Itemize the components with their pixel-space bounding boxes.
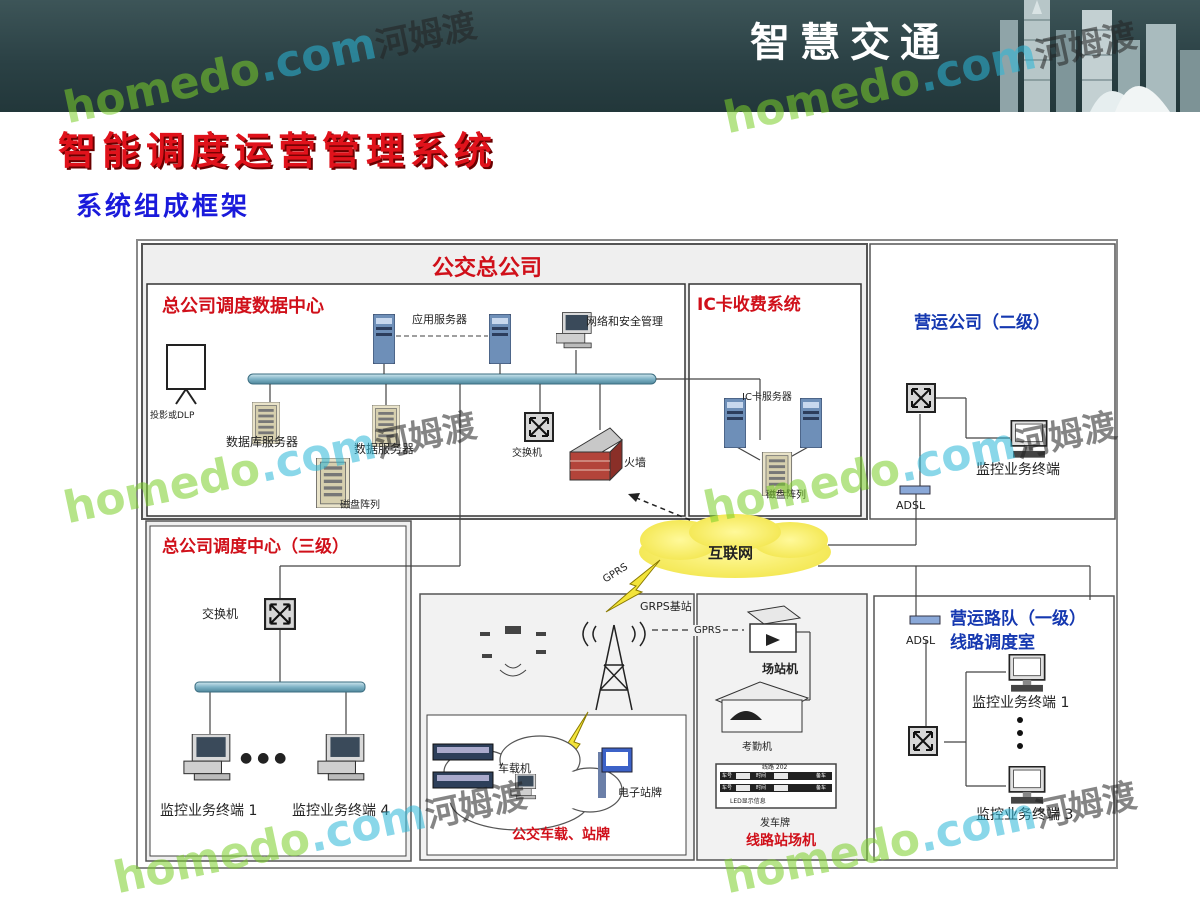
dispatch-center-title: 总公司调度中心（三级） bbox=[162, 537, 349, 557]
hq-title: 公交总公司 bbox=[432, 256, 543, 281]
gprs-label-2: GPRS bbox=[692, 625, 724, 636]
route-adsl-label: ADSL bbox=[906, 634, 936, 647]
dc-switch-label: 交换机 bbox=[512, 448, 542, 459]
dispatch-switch-label: 交换机 bbox=[202, 607, 239, 621]
header-title: 智慧交通 bbox=[750, 20, 950, 66]
board-row-label-1: 车号 bbox=[722, 773, 733, 779]
net-security-label: 网络和安全管理 bbox=[586, 315, 663, 328]
projector-screen-icon bbox=[166, 344, 206, 405]
board-end-label-2: 备车 bbox=[816, 785, 827, 791]
board-footer-label: LED显示信息 bbox=[730, 798, 766, 805]
slide-title: 智能调度运营管理系统 bbox=[58, 128, 499, 173]
dispatch-terminal-1-label: 监控业务终端 1 bbox=[160, 803, 258, 819]
dispatch-board-label: 发车牌 bbox=[760, 818, 790, 829]
firewall-icon bbox=[569, 427, 623, 482]
app-server-label: 应用服务器 bbox=[412, 313, 467, 326]
vehicle-unit-label: 车载机 bbox=[498, 762, 531, 775]
ops-adsl-label: ADSL bbox=[896, 499, 926, 512]
data-center-title: 总公司调度数据中心 bbox=[162, 296, 324, 317]
ops-terminal-label: 监控业务终端 bbox=[976, 462, 1060, 478]
board-time-label-2: 时间 bbox=[756, 785, 767, 791]
dispatch-terminal-4-label: 监控业务终端 4 bbox=[292, 803, 390, 819]
projector-label: 投影或DLP bbox=[150, 411, 195, 421]
route-terminal-1-label: 监控业务终端 1 bbox=[972, 695, 1070, 711]
route-dispatch-room-title: 线路调度室 bbox=[950, 633, 1035, 653]
ic-card-title: IC卡收费系统 bbox=[697, 295, 801, 315]
gprs-tower-icon bbox=[582, 621, 646, 711]
station-pc-label: 场站机 bbox=[762, 662, 799, 676]
ic-server-label: IC卡服务器 bbox=[742, 392, 792, 403]
onboard-title: 公交车载、站牌 bbox=[512, 827, 610, 843]
skyline-image bbox=[1000, 0, 1200, 112]
header-banner: 智慧交通 bbox=[0, 0, 1200, 112]
ops-company-title: 营运公司（二级） bbox=[914, 313, 1050, 333]
gprs-base-label: GRPS基站 bbox=[640, 600, 692, 613]
board-end-label-1: 备车 bbox=[816, 773, 827, 779]
firewall-label: 火墙 bbox=[624, 456, 646, 469]
internet-cloud-icon bbox=[639, 514, 831, 578]
data-server-label: 数据服务器 bbox=[354, 442, 415, 456]
bus-icons bbox=[432, 743, 494, 789]
board-header-label: 线路 202 bbox=[762, 764, 788, 771]
board-time-label-1: 时间 bbox=[756, 773, 767, 779]
internet-label: 互联网 bbox=[708, 544, 754, 562]
satellite-icons bbox=[480, 626, 546, 677]
dc-storage-label: 磁盘阵列 bbox=[340, 500, 380, 511]
dispatch-ellipsis: ● ● ● bbox=[240, 750, 287, 766]
slide-subtitle: 系统组成框架 bbox=[76, 192, 251, 222]
db-server-label: 数据库服务器 bbox=[226, 435, 299, 449]
route-team-title: 营运路队（一级） bbox=[950, 609, 1086, 629]
attendance-label: 考勤机 bbox=[742, 742, 772, 753]
stop-sign-label: 电子站牌 bbox=[618, 786, 662, 799]
station-title: 线路站场机 bbox=[746, 833, 816, 849]
route-terminal-3-label: 监控业务终端 3 bbox=[976, 807, 1074, 823]
board-row-label-2: 车号 bbox=[722, 785, 733, 791]
ic-storage-label: 磁盘阵列 bbox=[766, 490, 806, 501]
